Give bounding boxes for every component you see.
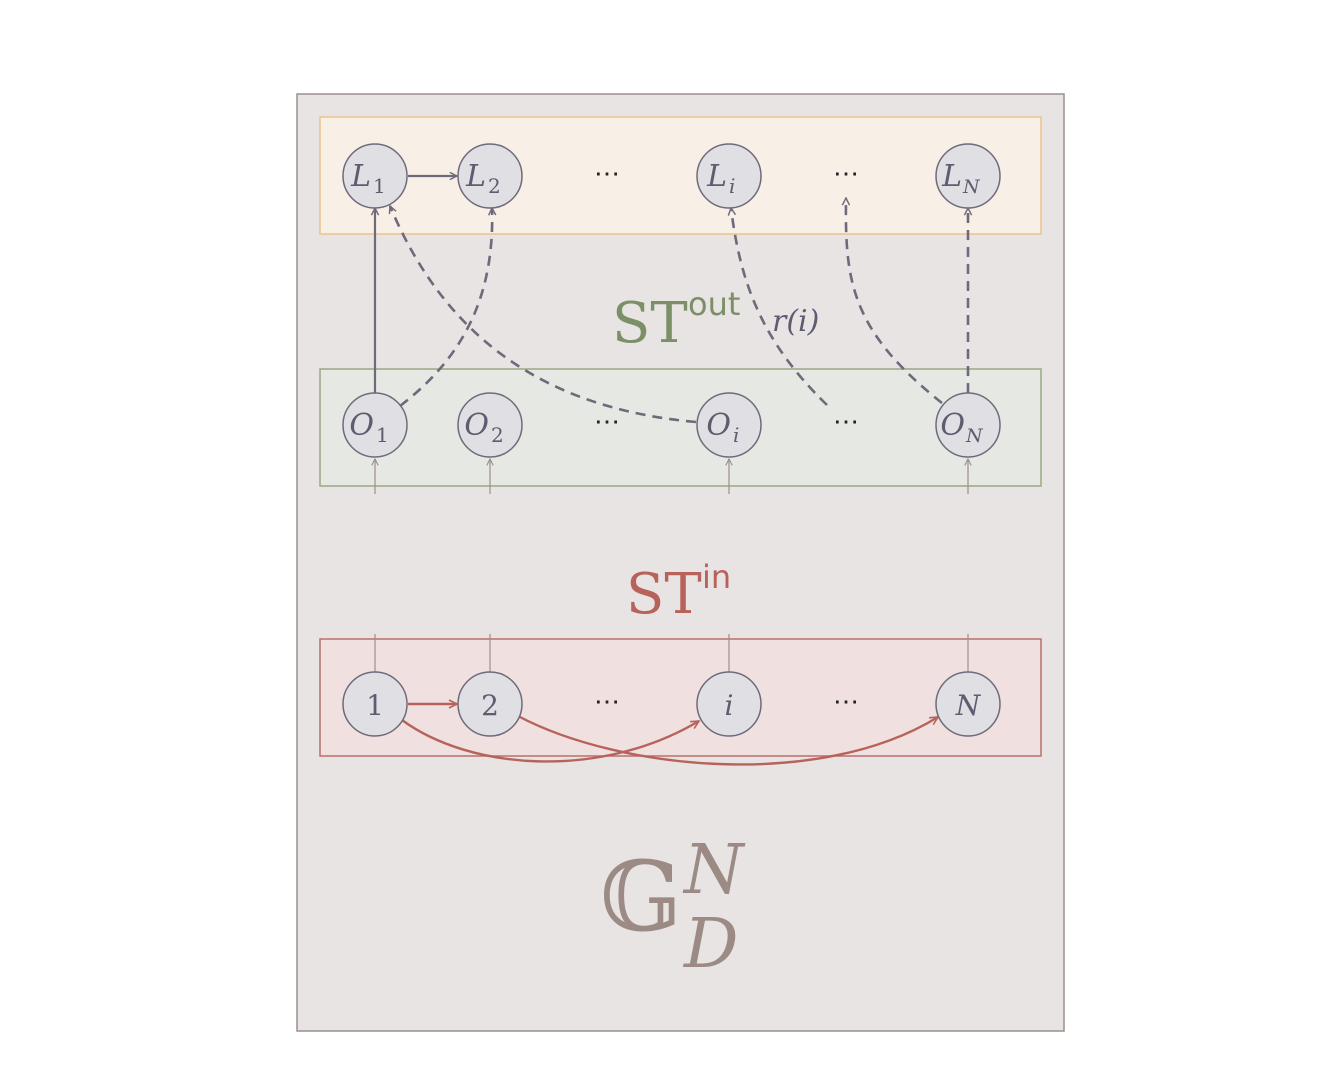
- node-on-sub: N: [965, 425, 984, 447]
- node-o2: O 2: [457, 392, 523, 458]
- node-on-base: O: [940, 408, 965, 443]
- node-l1-base: L: [350, 159, 371, 194]
- latent-ellipsis-1: ⋯: [594, 159, 620, 189]
- input-layer-band: [319, 638, 1042, 757]
- edge-o1-l2: [399, 208, 492, 408]
- node-in-i: i: [696, 671, 762, 737]
- node-oi-base: O: [706, 408, 731, 443]
- st-in-base: ST: [626, 562, 702, 627]
- graph-label-sup: N: [682, 831, 746, 910]
- node-in-2: 2: [457, 671, 523, 737]
- edge-1-i: [401, 719, 699, 763]
- input-ellipsis-1: ⋯: [594, 687, 620, 717]
- node-oi-sub: i: [733, 423, 739, 447]
- node-oi: O i: [696, 392, 762, 458]
- node-o1: O 1: [342, 392, 408, 458]
- st-in-edges: [401, 704, 938, 766]
- latent-nodes: L 1 L 2 L i L N ⋯ ⋯: [342, 143, 1001, 209]
- st-in-label: ST in: [626, 558, 731, 627]
- output-ellipsis-1: ⋯: [594, 407, 620, 437]
- output-ellipsis-2: ⋯: [833, 407, 859, 437]
- graph-label: 𝔾 N D: [600, 831, 746, 984]
- edge-oi-l1: [390, 206, 697, 424]
- input-node-ticks: [374, 634, 969, 672]
- edge-on-dots: [846, 198, 943, 405]
- node-ln-sub: N: [962, 176, 981, 198]
- input-ellipsis-2: ⋯: [833, 687, 859, 717]
- node-o2-sub: 2: [491, 423, 504, 447]
- output-layer-band: [319, 368, 1042, 487]
- st-out-label: ST out: [612, 285, 740, 356]
- node-ln-base: L: [941, 159, 962, 194]
- node-li: L i: [696, 143, 762, 209]
- o-layer-input-arrows: [375, 459, 968, 494]
- node-l2-sub: 2: [488, 174, 501, 198]
- graph-label-base: 𝔾: [600, 841, 682, 953]
- node-in-n-label: N: [955, 689, 982, 722]
- graph-container: [296, 93, 1065, 1032]
- node-ln: L N: [935, 143, 1001, 209]
- node-l2: L 2: [457, 143, 523, 209]
- node-l1: L 1: [342, 143, 408, 209]
- node-on: O N: [935, 392, 1001, 458]
- node-in-1-label: 1: [366, 689, 384, 722]
- node-o2-base: O: [464, 408, 489, 443]
- node-in-i-label: i: [725, 689, 734, 722]
- node-li-sub: i: [729, 174, 735, 198]
- graph-label-sub: D: [682, 905, 739, 984]
- node-o1-sub: 1: [376, 423, 389, 447]
- node-in-2-label: 2: [481, 689, 499, 722]
- st-out-base: ST: [612, 291, 688, 356]
- node-l1-sub: 1: [373, 174, 386, 198]
- node-in-n: N: [935, 671, 1001, 737]
- r-of-i-label: r(i): [772, 304, 819, 339]
- node-li-base: L: [706, 159, 727, 194]
- latent-ellipsis-2: ⋯: [833, 159, 859, 189]
- input-nodes: 1 2 i N ⋯ ⋯: [342, 671, 1001, 737]
- st-out-sup: out: [688, 285, 740, 323]
- output-nodes: O 1 O 2 O i O N ⋯ ⋯: [342, 392, 1001, 458]
- node-o1-base: O: [349, 408, 374, 443]
- edge-dots-li: [731, 208, 828, 406]
- node-l2-base: L: [465, 159, 486, 194]
- st-out-edges: [390, 198, 968, 424]
- node-in-1: 1: [342, 671, 408, 737]
- edge-2-n: [517, 714, 938, 766]
- st-in-sup: in: [702, 558, 731, 596]
